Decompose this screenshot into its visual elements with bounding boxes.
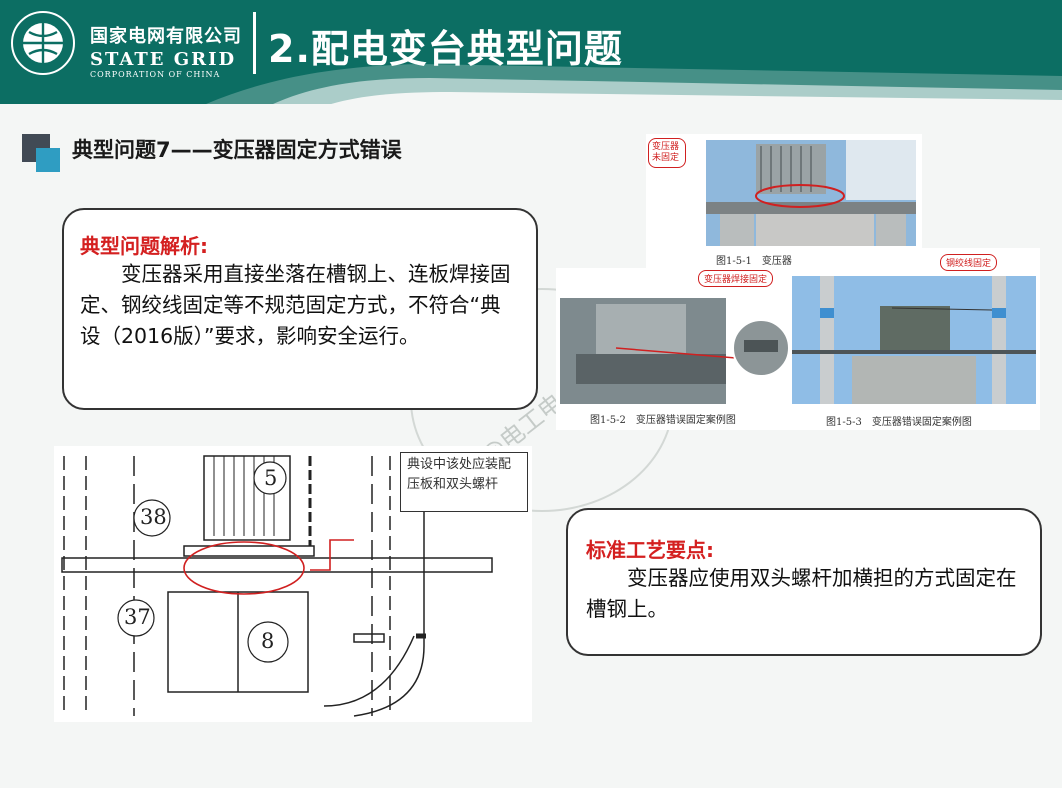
- slide-title: 2.配电变台典型问题: [268, 27, 623, 71]
- section-title: 典型问题7——变压器固定方式错误: [72, 138, 402, 162]
- standard-body: 变压器应使用双头螺杆加横担的方式固定在槽钢上。: [586, 566, 1017, 621]
- photo-transformer-unfixed: 变压器未固定 图1-5-1 变压器未固定案例图: [646, 134, 922, 268]
- photo-transformer-welded: 变压器焊接固定 图1-5-2 变压器错误固定案例图: [556, 268, 792, 430]
- photo-1-tag: 变压器未固定: [648, 138, 686, 168]
- drawing-label-5: 5: [264, 466, 278, 490]
- photo-3-tag: 钢绞线固定: [940, 254, 998, 271]
- photo-3-caption: 图1-5-3 变压器错误固定案例图: [826, 417, 972, 428]
- drawing-callout-38: [133, 499, 171, 537]
- company-name-en-sub: CORPORATION OF CHINA: [90, 70, 221, 79]
- company-name: 国家电网有限公司 STATE GRID CORPORATION OF CHINA: [90, 22, 242, 79]
- analysis-body: 变压器采用直接坐落在槽钢上、连板焊接固定、钢绞线固定等不规范固定方式，不符合“典…: [80, 262, 511, 348]
- photo-2-image: [560, 298, 790, 404]
- state-grid-logo-icon: [11, 11, 75, 75]
- photo-2-caption: 图1-5-2 变压器错误固定案例图: [590, 415, 736, 426]
- photo-transformer-steel-wire: 钢绞线固定 图1-5-3 变压器错误固定案例图: [792, 248, 1040, 430]
- photo-2-tag: 变压器焊接固定: [698, 270, 774, 287]
- drawing-lines: [61, 455, 493, 717]
- photo-3-image: [792, 276, 1036, 404]
- company-name-cn: 国家电网有限公司: [90, 26, 242, 47]
- analysis-box: 典型问题解析: 变压器采用直接坐落在槽钢上、连板焊接固定、钢绞线固定等不规范固定…: [62, 208, 538, 410]
- company-name-en: STATE GRID: [90, 49, 237, 70]
- drawing-callout-8: [247, 621, 289, 663]
- analysis-heading: 典型问题解析:: [80, 234, 208, 258]
- drawing-label-38: 38: [140, 505, 167, 529]
- header-divider: [253, 12, 256, 74]
- standard-heading: 标准工艺要点:: [586, 538, 714, 562]
- standard-box: 标准工艺要点: 变压器应使用双头螺杆加横担的方式固定在槽钢上。: [566, 508, 1042, 656]
- drawing-callout-37: [117, 599, 155, 637]
- drawing-callout-5: [253, 461, 287, 495]
- drawing-label-37: 37: [124, 605, 151, 629]
- drawing-label-8: 8: [261, 629, 275, 653]
- drawing-note: 典设中该处应装配压板和双头螺杆: [400, 452, 528, 512]
- photo-1-caption: 图1-5-1 变压器未固定案例图: [716, 256, 852, 267]
- header-swoosh: [206, 64, 1062, 104]
- photo-1-image: [706, 140, 916, 246]
- header-bar: 国家电网有限公司 STATE GRID CORPORATION OF CHINA…: [0, 0, 1062, 104]
